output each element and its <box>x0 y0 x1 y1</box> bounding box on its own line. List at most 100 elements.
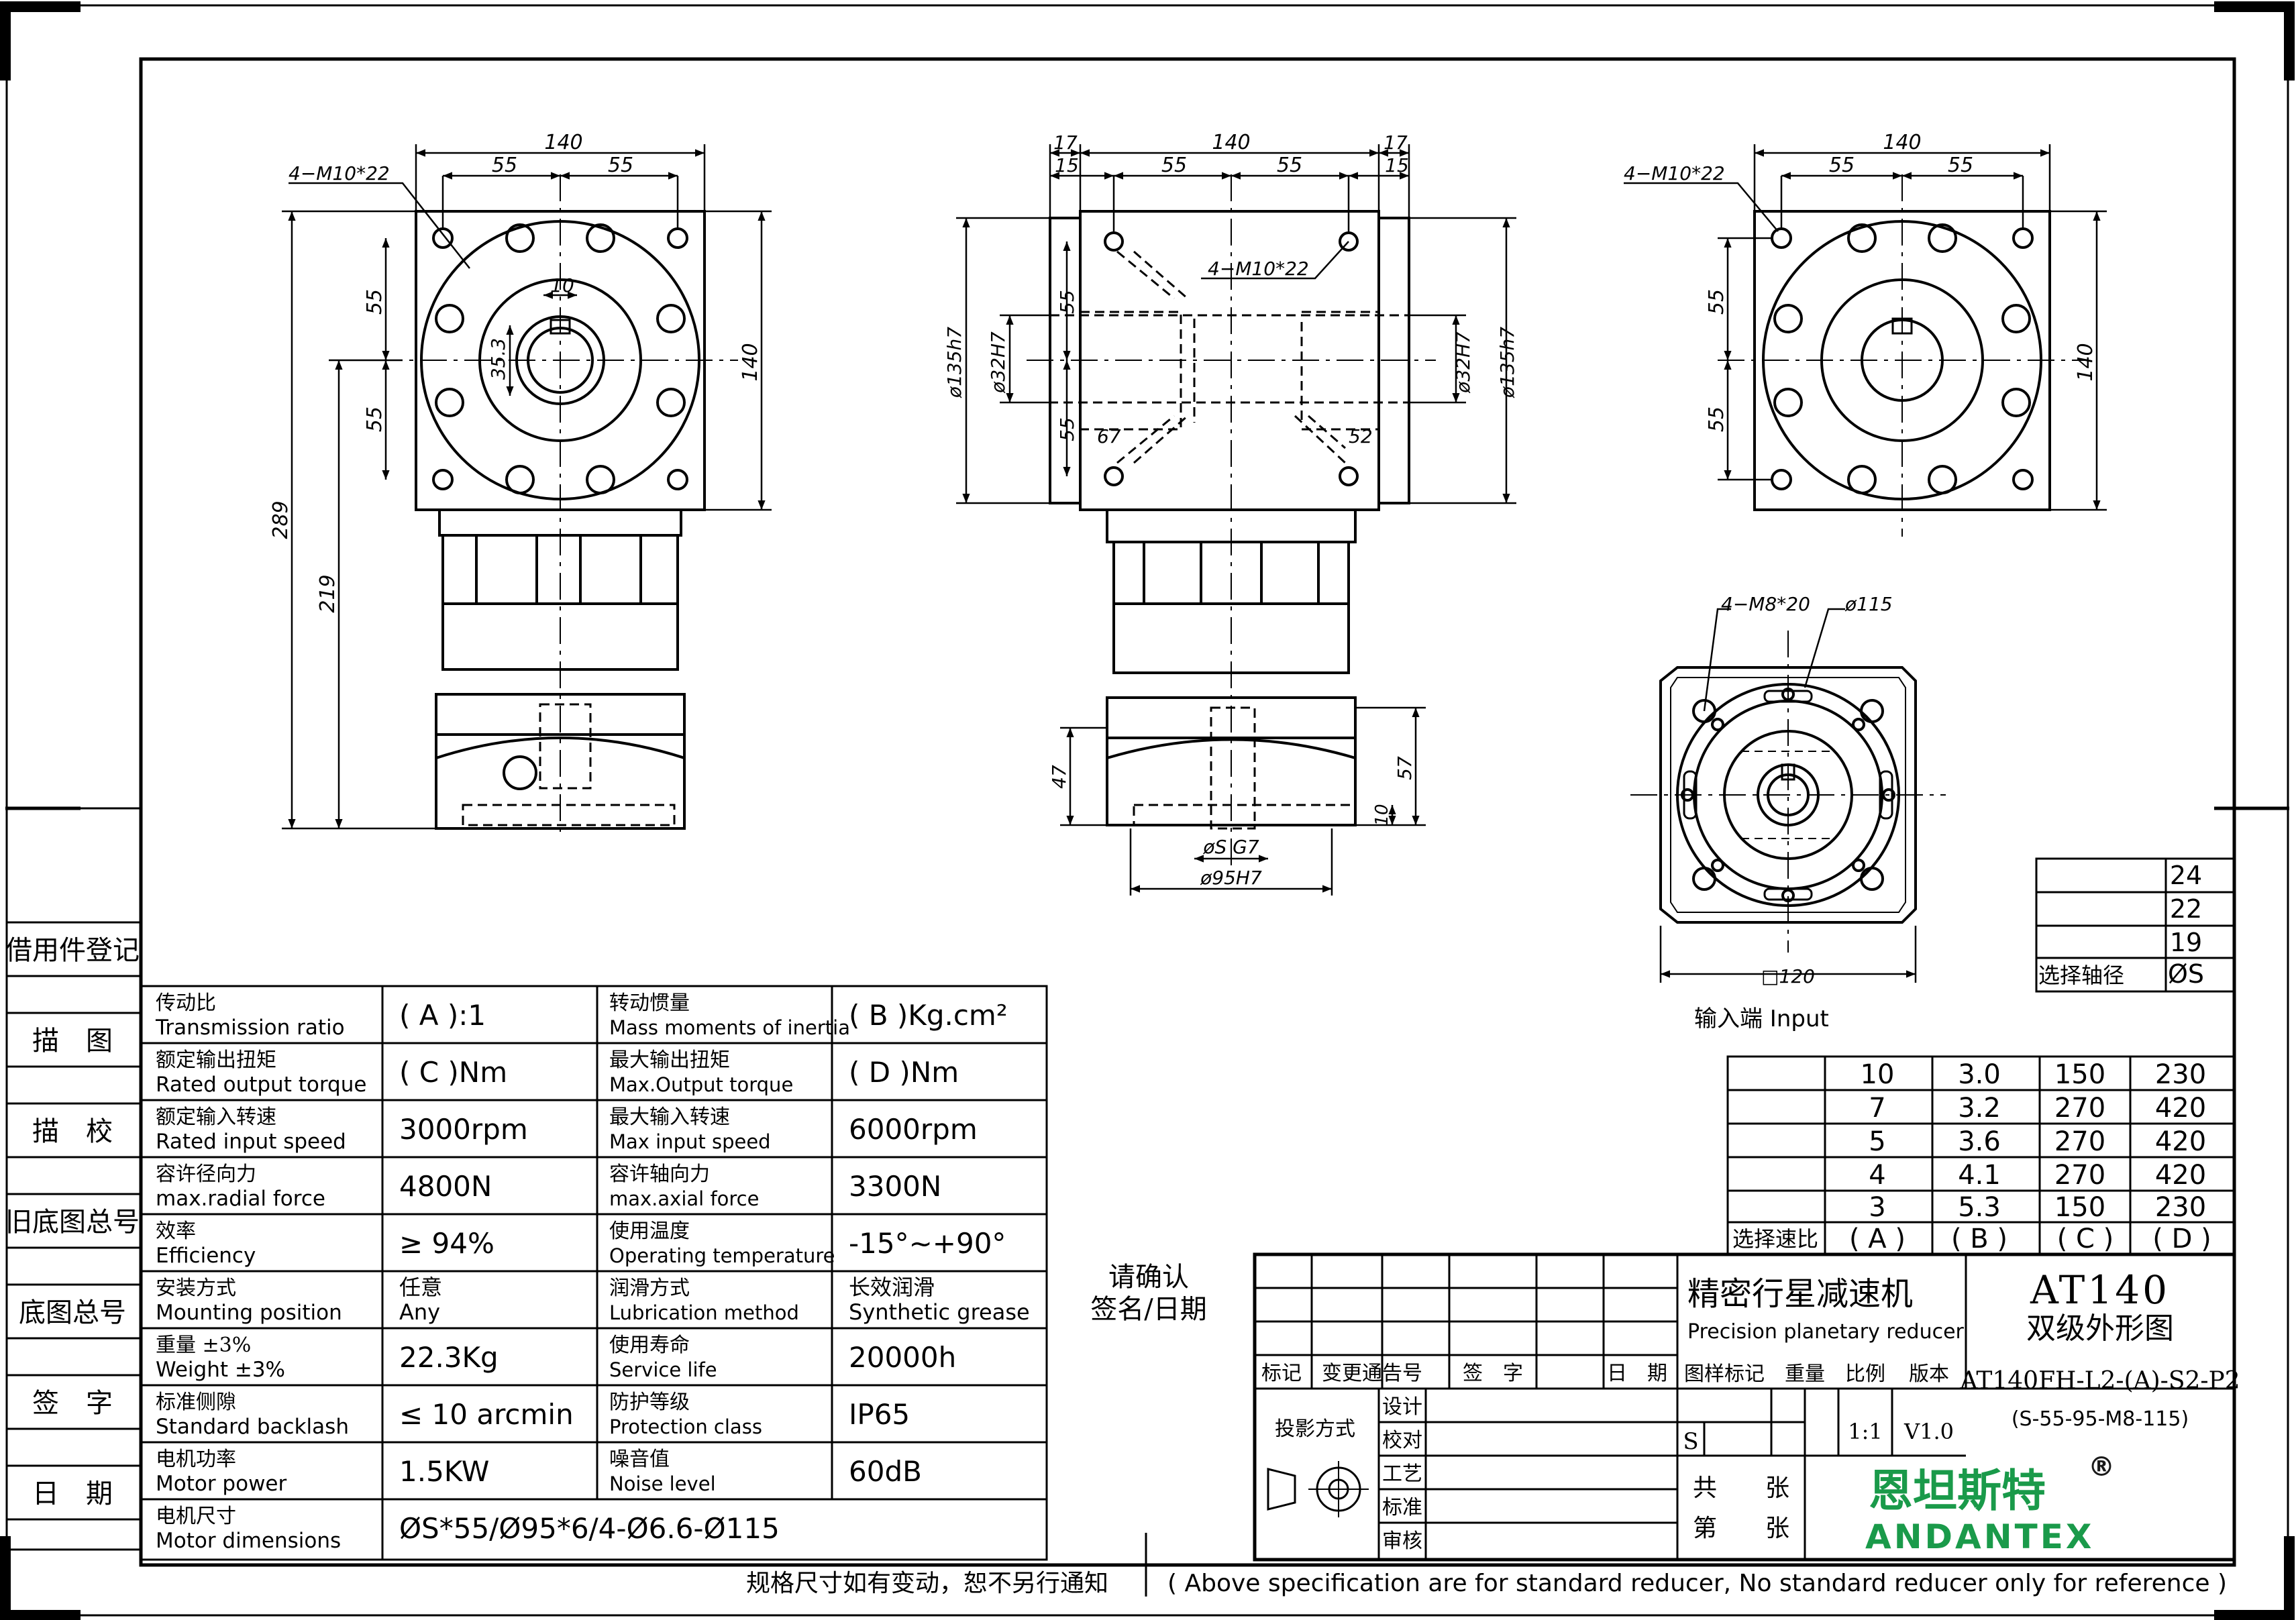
ratio-cell: 3.0 <box>1958 1059 2001 1090</box>
info-col: 比例 <box>1845 1362 1885 1386</box>
dim-label: 55 <box>1829 154 1855 177</box>
spec-value: ≤ 10 arcmin <box>399 1398 574 1431</box>
ratio-table <box>1726 1055 2236 1256</box>
spec-value: 长效润滑 <box>849 1275 935 1300</box>
spec-label-cn: 标准侧隙 <box>156 1391 236 1414</box>
dim-label: □120 <box>1761 965 1815 987</box>
spec-label-cn: 使用温度 <box>609 1220 690 1243</box>
dim-label: ø95H7 <box>1200 867 1262 889</box>
product-en: Precision planetary reducer <box>1687 1320 1965 1344</box>
spec-value: ( B )Kg.cm² <box>849 999 1008 1032</box>
strip-label: 签 字 <box>32 1388 113 1419</box>
strip-label: 描 校 <box>32 1116 113 1147</box>
spec-label-en: Mass moments of inertia <box>609 1016 850 1039</box>
spec-table <box>140 985 1048 1561</box>
spec-label-en: max.axial force <box>609 1187 759 1210</box>
dim-label: 17 <box>1053 131 1078 154</box>
dim-label: 140 <box>2074 343 2097 381</box>
ratio-cell: 5.3 <box>1958 1192 2001 1223</box>
spec-value: 60dB <box>849 1455 922 1488</box>
version-value: V1.0 <box>1903 1419 1954 1444</box>
role-label: 标准 <box>1382 1496 1422 1519</box>
spec-value: ( C )Nm <box>399 1056 507 1089</box>
info-col: 图样标记 <box>1684 1362 1765 1386</box>
dim-label: 55 <box>1705 407 1728 432</box>
input-label: 输入端 Input <box>1694 1006 1829 1032</box>
model-code: AT140FH-L2-(A)-S2-P2 <box>1959 1367 2240 1395</box>
spec-label-cn: 电机尺寸 <box>156 1505 236 1528</box>
spec-value: 4800N <box>399 1170 492 1203</box>
dim-label: 55 <box>492 154 517 177</box>
rev-col: 变更通告号 <box>1322 1362 1422 1385</box>
dim-label: 140 <box>544 131 582 154</box>
view-right-dim-text: 140 55 55 4−M10*22 55 55 140 <box>1624 131 2097 432</box>
dim-label: ø135h7 <box>1496 327 1518 398</box>
sheet-number: 第 张 <box>1693 1515 1789 1542</box>
strip-label: 旧底图总号 <box>5 1207 140 1238</box>
ratio-header: ( A ) <box>1849 1224 1906 1254</box>
brand-cn: 恩坦斯特 <box>1869 1465 2046 1517</box>
scale-value: 1:1 <box>1848 1419 1883 1444</box>
spec-label-en: Weight ±3% <box>156 1358 285 1382</box>
spec-value: 3300N <box>849 1170 941 1203</box>
confirm-box: 请确认 签名/日期 <box>1090 1262 1207 1597</box>
spec-value: 任意 <box>399 1275 442 1300</box>
view-right-dims <box>1624 144 2107 511</box>
ratio-cell: 3 <box>1869 1192 1885 1223</box>
spec-label-cn: 容许径向力 <box>156 1163 256 1186</box>
spec-label-en: Transmission ratio <box>155 1016 345 1040</box>
spec-label-cn: 最大输出扭矩 <box>609 1048 730 1072</box>
view-input <box>1630 631 1946 953</box>
spec-value: ( A ):1 <box>399 999 486 1032</box>
dim-label: 140 <box>739 343 762 381</box>
ratio-cell: 230 <box>2155 1192 2206 1223</box>
ratio-cell: 4.1 <box>1958 1160 2001 1191</box>
dim-label: 4−M8*20 <box>1721 593 1810 615</box>
ratio-header: ( D ) <box>2152 1224 2211 1254</box>
ratio-cell: 3.6 <box>1958 1126 2001 1157</box>
spec-label-en: Lubrication method <box>609 1301 799 1324</box>
spec-value: 20000h <box>849 1341 956 1374</box>
ratio-cell: 420 <box>2155 1093 2206 1124</box>
dim-label: 55 <box>1161 154 1187 177</box>
brand-reg: ® <box>2088 1452 2115 1482</box>
ratio-cell: 270 <box>2054 1093 2105 1124</box>
spec-value: IP65 <box>849 1398 910 1431</box>
rev-col: 签 字 <box>1463 1362 1523 1385</box>
spec-label-en: max.radial force <box>156 1187 325 1211</box>
rev-col: 日 期 <box>1607 1362 1667 1385</box>
spec-label-cn: 容许轴向力 <box>609 1163 710 1186</box>
sheet-total: 共 张 <box>1693 1474 1789 1502</box>
spec-label-cn: 最大输入转速 <box>609 1105 730 1129</box>
dim-label: 55 <box>608 154 633 177</box>
shaft-value: 24 <box>2170 861 2202 890</box>
spec-label-en: Motor power <box>156 1472 287 1496</box>
dim-label: 4−M10*22 <box>1624 162 1725 184</box>
spec-value: 1.5KW <box>399 1455 489 1488</box>
dim-label: 57 <box>1394 756 1416 780</box>
ratio-cell: 420 <box>2155 1126 2206 1157</box>
dim-label: 55 <box>1056 290 1078 314</box>
title-block-text: 精密行星减速机 Precision planetary reducer AT14… <box>1261 1267 2240 1556</box>
spec-label-cn: 重量 ±3% <box>156 1334 251 1357</box>
dim-label: 15 <box>1055 154 1079 176</box>
spec-label-en: Mounting position <box>156 1301 342 1325</box>
ratio-label: 选择速比 <box>1732 1226 1818 1252</box>
view-middle-dim-text: 17 140 17 15 55 55 15 4−M10*22 67 52 55 … <box>943 131 1518 889</box>
strip-label: 日 期 <box>32 1478 113 1509</box>
spec-label-en: Rated output torque <box>156 1073 366 1097</box>
footer-en: ( Above specification are for standard r… <box>1167 1570 2227 1597</box>
strip-label: 借用件登记 <box>5 935 140 966</box>
dim-label: ø32H7 <box>1452 331 1474 394</box>
spec-value: 6000rpm <box>849 1113 978 1146</box>
dim-label: 55 <box>1277 154 1302 177</box>
spec-value: Synthetic grease <box>849 1299 1030 1325</box>
mark-s: S <box>1683 1428 1698 1455</box>
role-label: 校对 <box>1382 1429 1422 1452</box>
role-label: 工艺 <box>1382 1462 1422 1486</box>
spec-label-cn: 使用寿命 <box>609 1334 690 1357</box>
spec-value: -15°~+90° <box>849 1227 1006 1260</box>
